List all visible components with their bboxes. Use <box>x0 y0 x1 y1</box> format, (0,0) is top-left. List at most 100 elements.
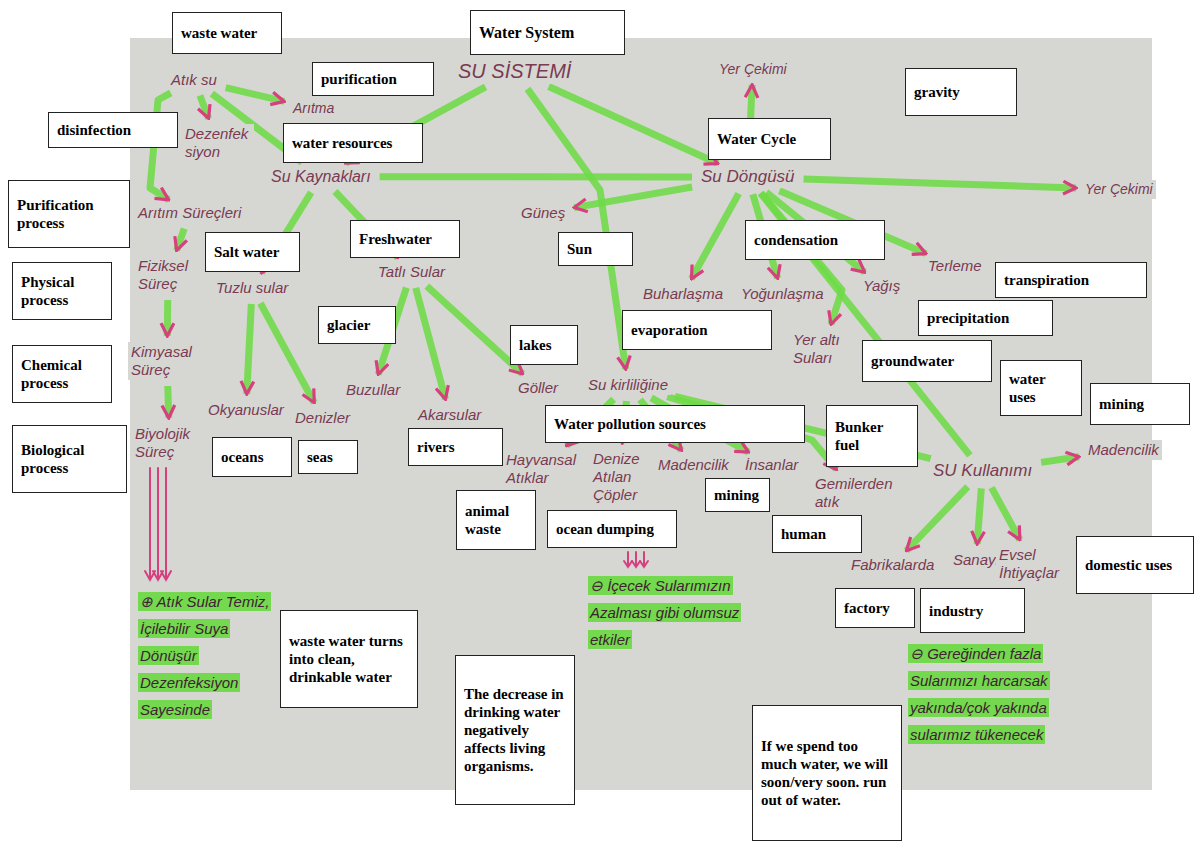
box-text: Salt water <box>214 243 291 261</box>
concept-text: Madencilik <box>1088 441 1159 458</box>
translation-box: Salt water <box>205 232 300 272</box>
translation-box: animal waste <box>456 490 536 550</box>
box-text: ocean dumping <box>556 520 668 538</box>
box-text: Water Cycle <box>717 130 822 148</box>
box-text: precipitation <box>927 309 1044 327</box>
handwritten-concept: Yer Çekimi <box>716 60 790 79</box>
handwritten-concept: İnsanlar <box>742 455 801 475</box>
box-text: Purification process <box>17 196 121 232</box>
concept-text: Dezenfek siyon <box>185 125 248 160</box>
translation-box: Sun <box>558 232 633 266</box>
handwritten-concept: Madencilik <box>1085 440 1162 460</box>
concept-text: Fiziksel Süreç <box>138 257 188 292</box>
box-text: mining <box>1099 395 1181 413</box>
box-text: purification <box>321 70 425 88</box>
box-text: seas <box>307 448 349 466</box>
handwritten-concept: Tatlı Sular <box>375 262 448 282</box>
translation-box: mining <box>1090 383 1190 425</box>
note-text: ⊖ İçecek Sularımızın Azalması gibi olums… <box>588 576 741 649</box>
concept-text: Yağış <box>863 277 900 294</box>
concept-text: SU SİSTEMİ <box>458 60 571 82</box>
handwritten-concept: SU Kullanımı <box>930 460 1035 482</box>
translation-box: If we spend too much water, we will soon… <box>752 705 902 841</box>
translation-box: waste water turns into clean, drinkable … <box>280 610 418 708</box>
translation-box: ocean dumping <box>547 510 677 548</box>
concept-text: Arıtım Süreçleri <box>138 204 241 221</box>
translation-box: Bunker fuel <box>826 405 918 467</box>
box-text: lakes <box>519 336 569 354</box>
highlighted-note: ⊖ İçecek Sularımızın Azalması gibi olums… <box>588 572 760 653</box>
box-text: industry <box>929 602 1016 620</box>
handwritten-concept: SU SİSTEMİ <box>455 58 574 84</box>
handwritten-concept: Yer Çekimi <box>1082 180 1156 199</box>
connector-line <box>1041 457 1079 463</box>
connector-line <box>247 304 252 394</box>
concept-text: Atık su <box>171 71 217 88</box>
handwritten-concept: Su Kaynakları <box>268 166 374 187</box>
concept-text: İnsanlar <box>745 456 798 473</box>
pointer-arrow <box>640 552 648 567</box>
handwritten-concept: Buharlaşma <box>640 284 726 304</box>
handwritten-concept: Yağış <box>860 276 903 296</box>
box-text: water resources <box>292 134 414 152</box>
connector-line <box>427 286 523 374</box>
concept-text: Tuzlu sular <box>216 279 288 296</box>
translation-box: glacier <box>318 306 396 344</box>
concept-text: Su kirliliğine <box>588 376 668 393</box>
translation-box: Water System <box>470 10 625 55</box>
concept-text: Su Kaynakları <box>271 168 371 185</box>
handwritten-concept: Terleme <box>925 256 985 276</box>
note-text: ⊕ Atık Sular Temiz, İçilebilir Suya Dönü… <box>138 592 271 719</box>
handwritten-concept: Buzullar <box>343 380 403 400</box>
translation-box: Freshwater <box>350 220 460 258</box>
box-text: evaporation <box>631 321 763 339</box>
box-text: waste water turns into clean, drinkable … <box>289 632 409 686</box>
concept-text: Göller <box>518 379 558 396</box>
translation-box: oceans <box>212 437 292 477</box>
pointer-arrow <box>145 468 155 580</box>
concept-text: Denize Atılan Çöpler <box>593 450 640 503</box>
connector-line <box>380 173 692 180</box>
box-text: groundwater <box>871 352 983 370</box>
handwritten-concept: Yer altı Suları <box>790 330 856 368</box>
connector-line <box>416 288 446 399</box>
handwritten-concept: Tuzlu sular <box>213 278 291 298</box>
translation-box: disinfection <box>48 112 178 148</box>
translation-box: industry <box>920 588 1025 633</box>
translation-box: groundwater <box>862 340 992 382</box>
box-text: The decrease in drinking water negativel… <box>464 685 566 775</box>
box-text: rivers <box>417 438 494 456</box>
connector-line <box>164 386 172 418</box>
connector-line <box>164 300 171 336</box>
translation-box: waste water <box>172 12 282 54</box>
translation-box: precipitation <box>918 300 1053 336</box>
box-text: waste water <box>181 24 273 42</box>
box-text: oceans <box>221 448 283 466</box>
handwritten-concept: Arıtım Süreçleri <box>135 203 244 223</box>
highlighted-note: ⊖ Gereğinden fazla Sularımızı harcarsak … <box>908 640 1086 748</box>
box-text: condensation <box>754 231 876 249</box>
translation-box: rivers <box>408 428 503 466</box>
translation-box: condensation <box>745 220 885 260</box>
connector-line <box>260 303 314 402</box>
concept-text: SU Kullanımı <box>933 461 1032 480</box>
translation-box: Water Cycle <box>708 118 831 160</box>
box-text: Physical process <box>21 273 103 309</box>
connector-line <box>574 187 692 208</box>
translation-box: Biological process <box>12 425 127 493</box>
pointer-arrow <box>153 468 163 580</box>
paper-sheet <box>130 38 1152 790</box>
handwritten-concept: Su kirliliğine <box>585 375 671 395</box>
connector-line <box>804 179 1076 188</box>
box-text: glacier <box>327 316 387 334</box>
box-text: Water pollution sources <box>554 415 796 433</box>
concept-text: Yer Çekimi <box>1085 181 1153 197</box>
box-text: disinfection <box>57 121 169 139</box>
concept-text: Okyanuslar <box>208 401 284 418</box>
handwritten-concept: Okyanuslar <box>205 400 287 420</box>
translation-box: water uses <box>1000 360 1082 416</box>
box-text: water uses <box>1009 370 1073 406</box>
handwritten-concept: Arıtma <box>290 99 337 118</box>
connector-line <box>200 96 209 119</box>
